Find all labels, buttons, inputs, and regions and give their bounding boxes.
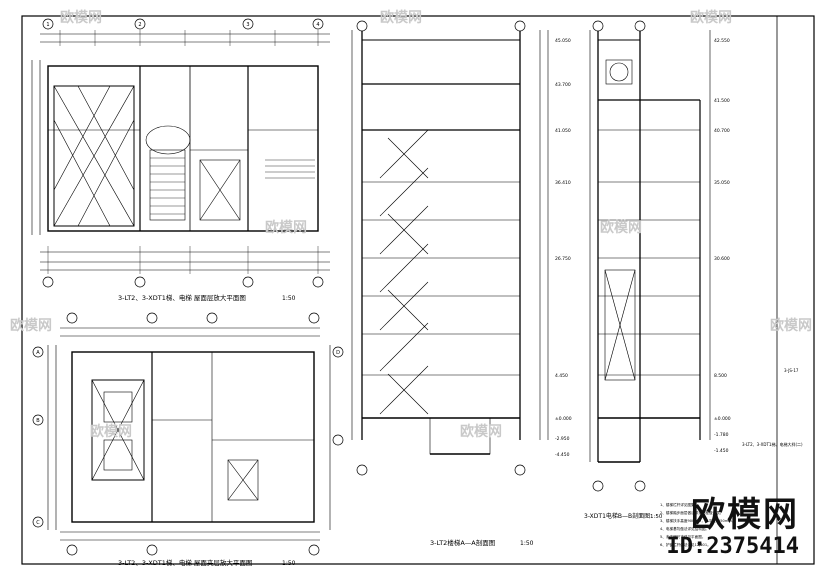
section-a-scale: 1:50 (520, 540, 534, 547)
section-b-scale: 1:50 (650, 514, 663, 520)
section-b-title: 3-XDT1电梯B—B剖面图 (584, 512, 650, 520)
section-a-axis-bubbles (356, 20, 526, 476)
axis-label: 1 (46, 22, 49, 28)
watermark: 欧模网 (690, 9, 732, 26)
level-text: 4.450 (555, 373, 568, 379)
plan-mezzanine-title: 3-LT2、3-XDT1梯、电梯 屋面夹层放大平面图 (118, 558, 252, 567)
level-text: 42.550 (714, 38, 730, 44)
watermark-group: 欧模网 欧模网 欧模网 欧模网 欧模网 欧模网 欧模网 欧模网 欧模网 (10, 9, 812, 440)
note-line: 1、楼梯栏杆详见图集。 (660, 502, 698, 507)
axis-label: A (36, 350, 40, 356)
section-a-levels: 45.050 43.700 41.050 36.410 26.750 4.450… (555, 38, 572, 458)
plan-mezzanine (47, 327, 331, 541)
level-text: 43.700 (555, 82, 571, 88)
watermark: 欧模网 (10, 317, 52, 334)
level-text: 40.700 (714, 128, 730, 134)
level-text: 26.750 (555, 256, 571, 262)
note-line: 4、电梯基坑做法详见结构图。 (660, 526, 709, 531)
level-text: -1.450 (714, 448, 729, 454)
level-text: 8.500 (714, 373, 727, 379)
plan-roof-scale: 1:50 (282, 295, 296, 302)
level-text: 30.600 (714, 256, 730, 262)
section-a-title: 3-LT2楼梯A—A剖面图 (430, 538, 495, 547)
level-text: 35.050 (714, 180, 730, 186)
axis-label: D (336, 350, 340, 356)
brand-logo: 欧模网 (691, 495, 799, 535)
note-line: 5、未注明尺寸详见平面图。 (660, 534, 705, 539)
level-text: -2.950 (555, 436, 570, 442)
watermark: 欧模网 (460, 423, 502, 440)
brand-id: ID:2375414 (666, 534, 799, 559)
section-b (589, 30, 711, 463)
axis-label: B (36, 418, 40, 424)
sheet-border (21, 15, 815, 565)
note-line: 2、楼梯踏步面层做法详见工程做法表。 (660, 510, 723, 515)
axis-label: C (36, 520, 40, 526)
section-a (351, 30, 549, 455)
section-b-axis-bubbles (592, 20, 646, 492)
plan-roof-title: 3-LT2、3-XDT1梯、电梯 屋面层放大平面图 (118, 293, 246, 302)
drawing-notes: 1、楼梯栏杆详见图集。 2、楼梯踏步面层做法详见工程做法表。 3、楼梯扶手高度9… (660, 502, 735, 547)
plan-roof (31, 30, 330, 274)
plan-mezzanine-scale: 1:50 (282, 560, 296, 567)
level-text: 45.050 (555, 38, 571, 44)
section-b-levels: 42.550 41.500 40.700 35.050 30.600 8.500… (714, 38, 731, 454)
level-text: -1.780 (714, 432, 729, 438)
axis-label: 2 (138, 22, 141, 28)
plan-mezzanine-axis-bubbles (32, 312, 344, 556)
brand-badge: 欧模网 ID:2375414 (667, 498, 799, 558)
level-text: ±0.000 (714, 416, 731, 422)
axis-label: 3 (246, 22, 249, 28)
side-title: 3-LT2、3-XDT1梯、电梯大样(二) (742, 441, 803, 447)
watermark: 欧模网 (600, 219, 642, 236)
note-line: 3、楼梯扶手高度900mm，水平段1050mm。 (660, 518, 735, 523)
level-text: 41.050 (555, 128, 571, 134)
level-text: 41.500 (714, 98, 730, 104)
level-text: 36.410 (555, 180, 571, 186)
level-text: ±0.000 (555, 416, 572, 422)
watermark: 欧模网 (770, 317, 812, 334)
level-text: -4.450 (555, 452, 570, 458)
watermark: 欧模网 (60, 9, 102, 26)
watermark: 欧模网 (90, 423, 132, 440)
watermark: 欧模网 (380, 9, 422, 26)
note-line: 6、护窗栏杆做法详见12J601。 (660, 542, 711, 547)
side-code: 3-JS-17 (784, 368, 799, 373)
watermark: 欧模网 (265, 219, 307, 236)
plan-roof-axis-bubbles (42, 18, 324, 288)
axis-label: 4 (316, 22, 319, 28)
